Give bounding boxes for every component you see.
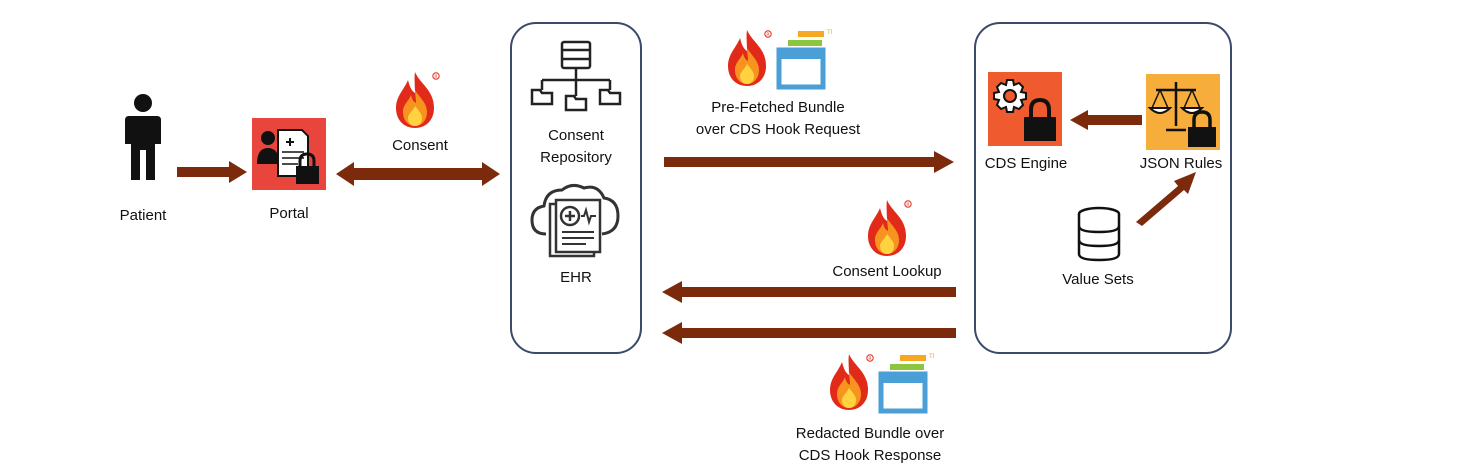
fhir-flame-icon [824,352,874,412]
consent-document-lock-icon [252,118,326,190]
redacted-label-2: CDS Hook Response [798,447,942,464]
person-icon [120,92,166,182]
ehr-label: EHR [560,269,592,286]
value-sets-label: Value Sets [1062,271,1134,288]
patient-label: Patient [119,207,167,224]
cds-hooks-icon [776,28,832,90]
fhir-flame-icon [722,28,772,88]
arrow-portal-repository [336,162,500,186]
cds-hooks-icon [878,352,934,414]
cloud-medical-record-icon [528,176,622,258]
consent-lookup-label: Consent Lookup [832,263,942,280]
prefetched-label-2: over CDS Hook Request [695,121,861,138]
prefetched-label-1: Pre-Fetched Bundle [711,99,845,116]
gear-lock-icon [988,72,1062,146]
arrow-consent-lookup [662,281,956,303]
hierarchy-database-icon [530,40,622,112]
scales-lock-icon [1146,74,1220,150]
arrow-valuesets-to-rules [1136,172,1196,226]
cds-engine-label: CDS Engine [984,155,1068,172]
redacted-label-1: Redacted Bundle over [795,425,945,442]
database-icon [1076,206,1122,262]
json-rules-label: JSON Rules [1139,155,1223,172]
consent-repository-label-2: Repository [540,149,612,166]
fhir-flame-icon [390,70,440,130]
arrow-prefetched-request [664,151,954,173]
consent-repository-label-1: Consent [548,127,604,144]
consent-edge-label: Consent [392,137,448,154]
arrow-patient-to-portal [177,161,247,183]
arrow-rules-to-engine [1070,110,1142,130]
portal-label: Portal [269,205,309,222]
fhir-flame-icon [862,198,912,258]
arrow-redacted-response [662,322,956,344]
